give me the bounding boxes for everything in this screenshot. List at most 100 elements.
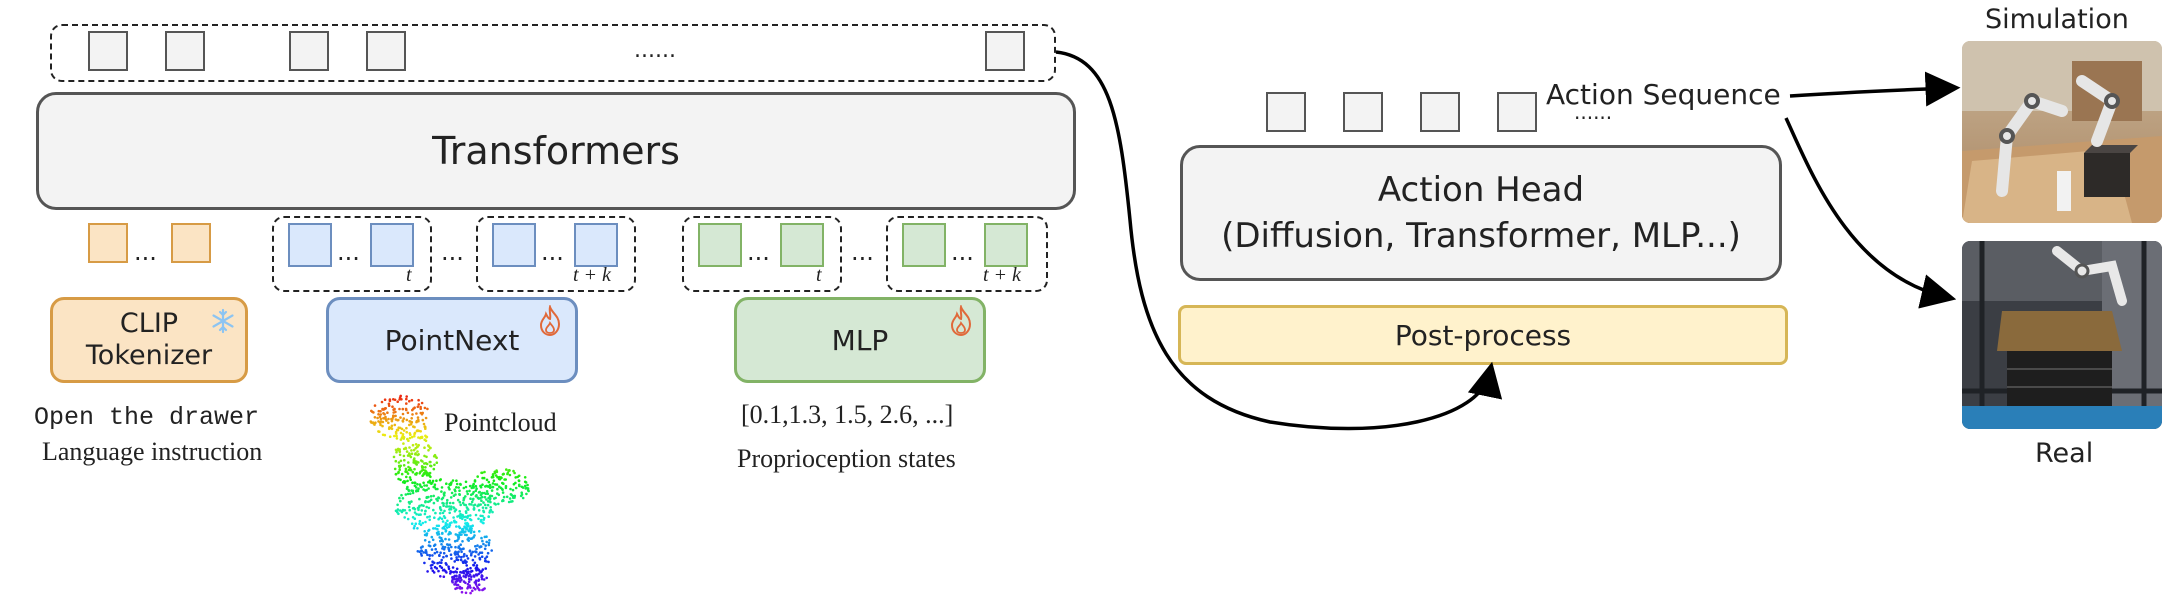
pointcloud-point [410, 452, 414, 455]
action-token [1266, 92, 1306, 132]
pointcloud-point [484, 567, 487, 570]
pointnext-label: PointNext [384, 323, 520, 357]
pointcloud-point [406, 472, 410, 475]
pointcloud-point [458, 586, 461, 590]
pointcloud-point [405, 430, 408, 434]
pointcloud-point [475, 487, 478, 490]
pointcloud-point [484, 506, 488, 510]
pointcloud-point [456, 583, 460, 587]
simulation-label: Simulation [1985, 4, 2129, 35]
pointcloud-point [405, 475, 408, 479]
pointcloud-point [393, 434, 396, 438]
pointcloud-point [496, 487, 499, 491]
pointcloud-point [420, 465, 424, 468]
pointcloud-point [483, 470, 486, 474]
pointcloud-point [451, 501, 455, 505]
pointcloud-point [406, 517, 410, 521]
pointcloud-point [467, 580, 471, 584]
pointcloud-point [478, 551, 482, 554]
pointcloud-point [469, 537, 473, 540]
pointcloud-point [442, 504, 445, 507]
pointcloud-point [410, 417, 413, 420]
pointcloud-point [486, 492, 490, 495]
pointcloud-point [423, 530, 426, 533]
pointcloud-point [428, 544, 432, 548]
pointcloud-point [403, 458, 406, 462]
pointcloud-point [470, 552, 473, 555]
pointcloud-point [463, 552, 466, 556]
pointcloud-token [492, 223, 536, 267]
pointcloud-point [395, 434, 398, 438]
pointcloud-point [460, 555, 463, 559]
pointcloud-point [427, 444, 430, 447]
pointcloud-point [416, 450, 419, 453]
pointcloud-point [397, 477, 400, 481]
pointcloud-point [429, 495, 433, 498]
pointcloud-point [439, 478, 442, 481]
pointcloud-point [429, 446, 432, 450]
pointcloud-point [468, 502, 471, 506]
pointcloud-point [464, 573, 468, 577]
pointcloud-point [452, 506, 455, 509]
pointcloud-point [475, 573, 479, 577]
pointcloud-point [396, 400, 399, 403]
pointcloud-point [416, 527, 419, 530]
pointcloud-point [456, 515, 459, 518]
pointcloud-point [487, 515, 490, 518]
pointcloud-point [418, 522, 421, 525]
pointcloud-point [473, 555, 477, 558]
pointcloud-image [369, 394, 530, 595]
pointcloud-point [512, 469, 515, 473]
pointcloud-point [404, 407, 408, 411]
pointcloud-point [445, 502, 448, 505]
pointcloud-point [472, 504, 475, 507]
pointcloud-point [511, 500, 514, 503]
pointcloud-point [471, 589, 474, 593]
pointcloud-point [448, 543, 452, 547]
pointcloud-point [491, 475, 494, 479]
pointcloud-point [485, 490, 489, 493]
pointcloud-point [441, 511, 445, 515]
pointcloud-point [481, 506, 485, 509]
pointcloud-point [390, 424, 394, 428]
pointcloud-point [422, 504, 425, 507]
pointcloud-point [433, 463, 436, 467]
pointcloud-point [485, 555, 489, 558]
pointcloud-point [434, 527, 437, 530]
pointcloud-point [441, 520, 445, 523]
pointcloud-point [459, 503, 462, 507]
pointcloud-point [466, 525, 469, 528]
pointcloud-point [464, 530, 467, 533]
pointcloud-point [431, 554, 434, 557]
pointcloud-point [455, 574, 458, 578]
pointcloud-point [508, 469, 511, 472]
pointcloud-point [409, 478, 412, 481]
pointcloud-point [455, 556, 458, 559]
pointcloud-point [466, 585, 470, 589]
pointcloud-point [430, 567, 433, 570]
pointcloud-point [407, 468, 411, 472]
pointcloud-point [386, 411, 389, 414]
pointcloud-point [432, 501, 436, 505]
pointcloud-point [401, 412, 405, 416]
pointcloud-point [472, 574, 476, 577]
pointcloud-point [435, 456, 438, 459]
pointcloud-point [420, 401, 424, 405]
pointcloud-point [438, 506, 442, 509]
pointcloud-point [464, 575, 467, 579]
pointcloud-point [438, 536, 441, 539]
pointcloud-point [400, 472, 404, 476]
pointcloud-point [467, 536, 470, 540]
pointcloud-point [524, 487, 528, 490]
pointcloud-point [411, 491, 415, 495]
pointcloud-point [415, 412, 418, 415]
pointcloud-point [405, 511, 408, 515]
pointcloud-point [440, 566, 444, 569]
pointcloud-point [507, 500, 511, 504]
pointcloud-point [383, 413, 386, 416]
language-token-ellipsis: ... [134, 238, 157, 266]
pointcloud-token [288, 223, 332, 267]
pointcloud-point [398, 407, 401, 411]
pointcloud-point [477, 509, 481, 512]
pointcloud-point [419, 430, 422, 433]
